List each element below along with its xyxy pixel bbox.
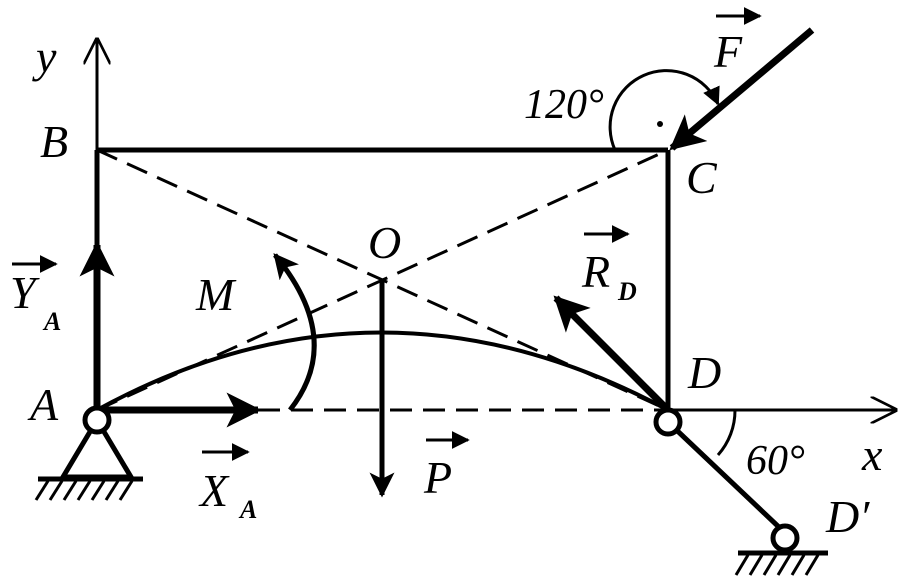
rod-dd-prime [666, 420, 784, 532]
label-force-y-main: Y [10, 267, 40, 318]
force-f-arrow [669, 27, 815, 151]
label-force-r-main: R [581, 246, 610, 297]
angle-120-arc [608, 69, 720, 151]
label-point-d: D [687, 347, 721, 398]
angle-60-arc [716, 409, 737, 456]
label-force-p: P [423, 452, 452, 503]
label-point-b: B [40, 116, 68, 167]
label-force-x-main: X [198, 465, 230, 516]
label-point-c: C [686, 152, 718, 203]
label-y-axis: y [32, 31, 57, 82]
label-angle-120: 120° [524, 82, 604, 128]
label-point-o: O [368, 217, 401, 268]
hinge-d [653, 407, 683, 437]
label-point-a: A [27, 379, 59, 430]
hinge-a [82, 405, 112, 435]
label-force-r-sub: D [617, 277, 637, 306]
label-point-d-prime: D′ [825, 491, 870, 542]
label-force-x-sub: A [238, 495, 257, 524]
hinge-d-prime [770, 523, 800, 553]
label-force-m: M [195, 269, 237, 320]
label-angle-60: 60° [746, 438, 805, 484]
label-force-f: F [713, 26, 743, 77]
support-a-hatch [34, 480, 134, 501]
label-force-y-sub: A [42, 307, 61, 336]
force-rd-arrow [553, 295, 671, 413]
support-dprime-hatch [734, 554, 820, 576]
right-angle-dot [657, 121, 663, 127]
moment-m-arc [273, 253, 317, 412]
label-x-axis: x [861, 429, 883, 480]
